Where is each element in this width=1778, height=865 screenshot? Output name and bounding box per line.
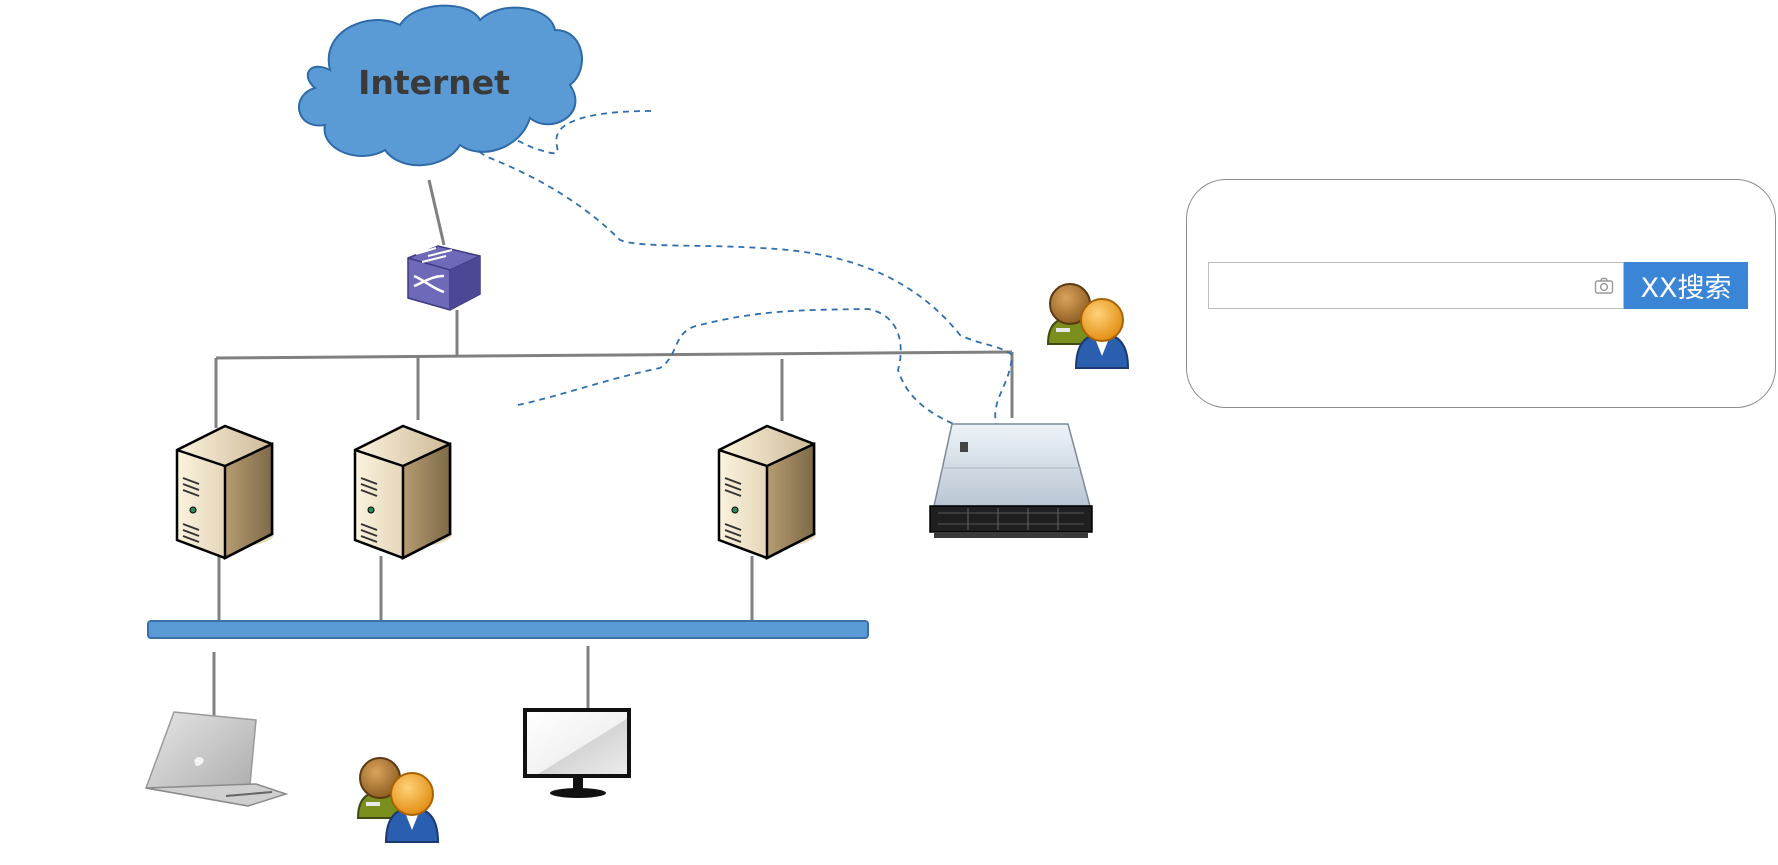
tower-server-icon	[175, 424, 276, 560]
users-icon	[357, 757, 439, 843]
camera-icon[interactable]	[1593, 275, 1615, 297]
tower-server-icon	[353, 424, 454, 560]
cloud-switch-link	[427, 179, 446, 246]
lan-link-path	[517, 308, 969, 431]
rack-server-icon	[929, 423, 1093, 538]
users-icon	[1047, 283, 1129, 369]
search-box	[1208, 262, 1624, 309]
monitor-icon	[523, 708, 631, 798]
switch-icon	[407, 245, 481, 311]
lan-bus-bar	[147, 620, 869, 639]
laptop-icon	[144, 711, 289, 807]
cloud-icon	[298, 4, 583, 167]
cloud-label: Internet	[358, 63, 510, 102]
backbone-line	[215, 350, 1013, 360]
internet-link-path	[473, 110, 1013, 437]
search-input[interactable]	[1209, 263, 1579, 308]
search-button[interactable]: XX搜索	[1624, 262, 1748, 309]
tower-server-icon	[717, 424, 818, 560]
